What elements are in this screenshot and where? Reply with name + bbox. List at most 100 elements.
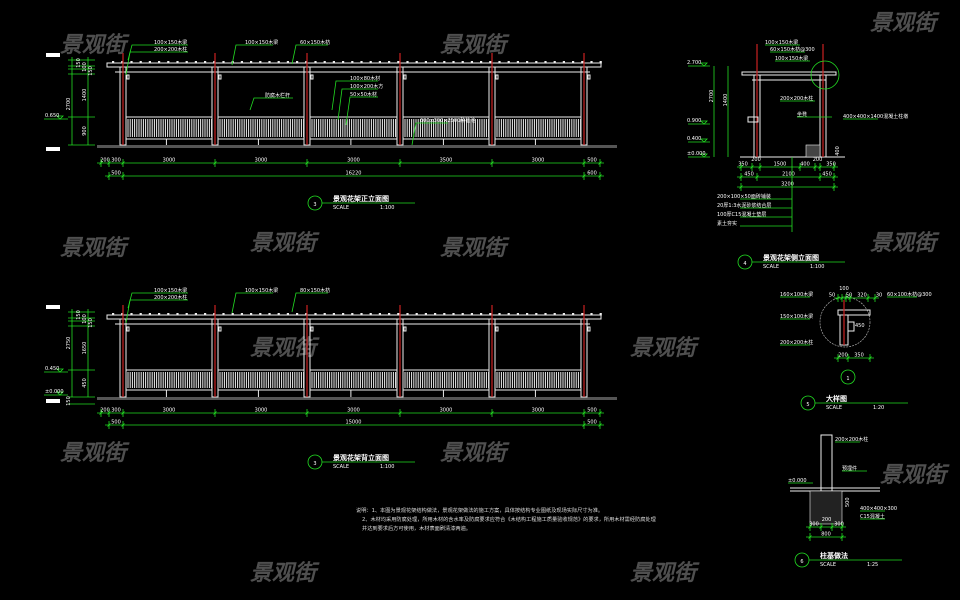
front_elevation-dim-row2-tick-mark — [598, 174, 602, 178]
back_elevation-rafter-end — [204, 313, 207, 316]
front_elevation-dim-row2-label: 500 — [111, 171, 121, 177]
side_elevation-vertical-dim-label: 2700 — [709, 90, 715, 103]
side_elevation-dim-row1-tick-mark — [739, 165, 743, 169]
front_elevation-rafter-end — [139, 61, 142, 64]
back_elevation-scale-label: SCALE — [333, 464, 349, 470]
front_elevation-rafter-end — [406, 61, 409, 64]
front_elevation-rafter-end — [130, 61, 133, 64]
front_elevation-dim-row1-label: 500 — [587, 158, 597, 164]
detail-title: 大样图 — [826, 394, 847, 403]
side_elevation-roof-beam — [741, 71, 837, 76]
side_elevation-scale: 1:100 — [810, 264, 824, 270]
back_elevation-rafter-end — [388, 313, 391, 316]
front_elevation-rafter-end — [112, 61, 115, 64]
detail-bracket — [847, 321, 855, 332]
watermark-text: 景观街 — [870, 11, 940, 36]
front_elevation-dim-row1-label: 3000 — [255, 158, 268, 164]
watermark-text: 景观街 — [250, 561, 320, 586]
back_elevation-callout-leader — [125, 299, 188, 324]
back_elevation-dim-row1-tick-mark — [398, 411, 402, 415]
back_elevation-bracket — [310, 326, 314, 332]
footing-number: 6 — [800, 559, 803, 565]
detail-dim-top-tick-mark — [873, 296, 877, 300]
side_elevation-dim-row1-label: 200 — [751, 157, 761, 163]
back_elevation-rafter-end — [130, 313, 133, 316]
side_elevation-dim-row1-label: 350 — [738, 162, 748, 168]
back_elevation-rafter-end — [443, 313, 446, 316]
front_elevation-rafter-end — [351, 61, 354, 64]
back_elevation-rafter-end — [562, 313, 565, 316]
front_elevation-rafter-end — [526, 61, 529, 64]
side_elevation-dim-row2-tick-mark — [818, 175, 822, 179]
back_elevation-rafter-end — [360, 313, 363, 316]
front_elevation-rafter-end — [148, 61, 151, 64]
side_elevation-callout-label: 坐凳 — [797, 111, 807, 118]
back_elevation-rafter-end — [507, 313, 510, 316]
front_elevation-rafter-end — [296, 61, 299, 64]
back_elevation-dim-row1-label: 300 — [111, 408, 121, 414]
watermark-text: 景观街 — [870, 231, 940, 256]
detail-callout-label: 150×100木梁 — [780, 313, 813, 320]
front_elevation-vertical-dim-label: 150 — [76, 58, 82, 68]
back_elevation-rafter-end — [489, 313, 492, 316]
side_elevation-level-triangle-icon — [700, 138, 708, 143]
back_elevation-dim-row2-label: 500 — [111, 420, 121, 426]
side_elevation-level-label: 0.400 — [687, 136, 701, 142]
front_elevation-dim-row1-label: 3500 — [440, 158, 453, 164]
front_elevation-rafter-end — [590, 61, 593, 64]
front_elevation-dim-row1-tick-mark — [598, 161, 602, 165]
front_elevation-vertical-dim-label: 150 — [88, 66, 94, 76]
side_elevation-dim-row1-label: 1500 — [774, 162, 787, 168]
back_elevation-callout-label: 200×200木柱 — [154, 294, 187, 301]
front_elevation-callout-leader — [231, 44, 273, 66]
front_elevation-ground-band — [97, 145, 617, 148]
front_elevation-rafter-end — [240, 61, 243, 64]
front_elevation-callout-leader — [331, 80, 378, 111]
back_elevation-callout-leader — [291, 292, 328, 313]
front_elevation-rafter-end — [516, 61, 519, 64]
front_elevation-rafter-end — [489, 61, 492, 64]
detail-dim-top-tick-mark — [866, 296, 870, 300]
watermark-text: 景观街 — [440, 441, 510, 466]
watermark-text: 景观街 — [250, 336, 320, 361]
side_elevation-callout-label: 100×150木梁 — [775, 55, 808, 62]
back_elevation-rafter-end — [231, 313, 234, 316]
side_elevation-dim-row2-tick-mark — [832, 175, 836, 179]
front_elevation-bracket — [310, 74, 314, 80]
footing-vertical-dim-label: 500 — [845, 497, 851, 507]
side_elevation-title: 景观花架侧立面图 — [762, 253, 819, 262]
side_elevation-dim-row3-tick-mark — [739, 185, 743, 189]
detail-scale-label: SCALE — [826, 405, 842, 411]
back_elevation-rafter-end — [369, 313, 372, 316]
front_elevation-callout-label: 100×80木材 — [350, 75, 380, 82]
back_elevation-vertical-dim-label: 1650 — [82, 342, 88, 355]
front_elevation-scale-label: SCALE — [333, 205, 349, 211]
front_elevation-rafter-end — [434, 61, 437, 64]
side_elevation-dim-row1-tick-mark — [798, 165, 802, 169]
front_elevation-dim-row1-tick-mark — [305, 161, 309, 165]
side_elevation-dim-row3-label: 3200 — [781, 182, 794, 188]
front_elevation-rafter-end — [498, 61, 501, 64]
back_elevation-railing — [309, 369, 398, 391]
back_elevation-bottom-level-box — [46, 399, 60, 403]
detail-dim-top-tick-mark — [840, 296, 844, 300]
back_elevation-callout-label: 80×150木枋 — [300, 287, 330, 294]
front_elevation-bracket — [495, 74, 499, 80]
front_elevation-rafter-end — [332, 61, 335, 64]
back_elevation-rafter-end — [351, 313, 354, 316]
back_elevation-rafter-end — [259, 313, 262, 316]
detail-dim-bottom-tick-mark — [868, 356, 872, 360]
back_elevation-rafter-end — [480, 313, 483, 316]
side_elevation-dim-row1-tick-mark — [818, 165, 822, 169]
back_elevation-dim-row1-tick-mark — [305, 411, 309, 415]
detail-number: 5 — [806, 402, 809, 408]
back_elevation-rafter-end — [424, 313, 427, 316]
front_elevation-dim-row2-tick-mark — [582, 174, 586, 178]
front_elevation-dim-row1-tick-mark — [398, 161, 402, 165]
footing-dim-row2-tick-mark — [840, 535, 844, 539]
back_elevation-dim-row1-tick-mark — [598, 411, 602, 415]
back_elevation-dim-row2-tick-mark — [598, 423, 602, 427]
side_elevation-dim-row1-tick-mark — [750, 165, 754, 169]
footing-title: 柱基做法 — [820, 551, 848, 560]
detail-dim-bottom-tick-mark — [836, 356, 840, 360]
